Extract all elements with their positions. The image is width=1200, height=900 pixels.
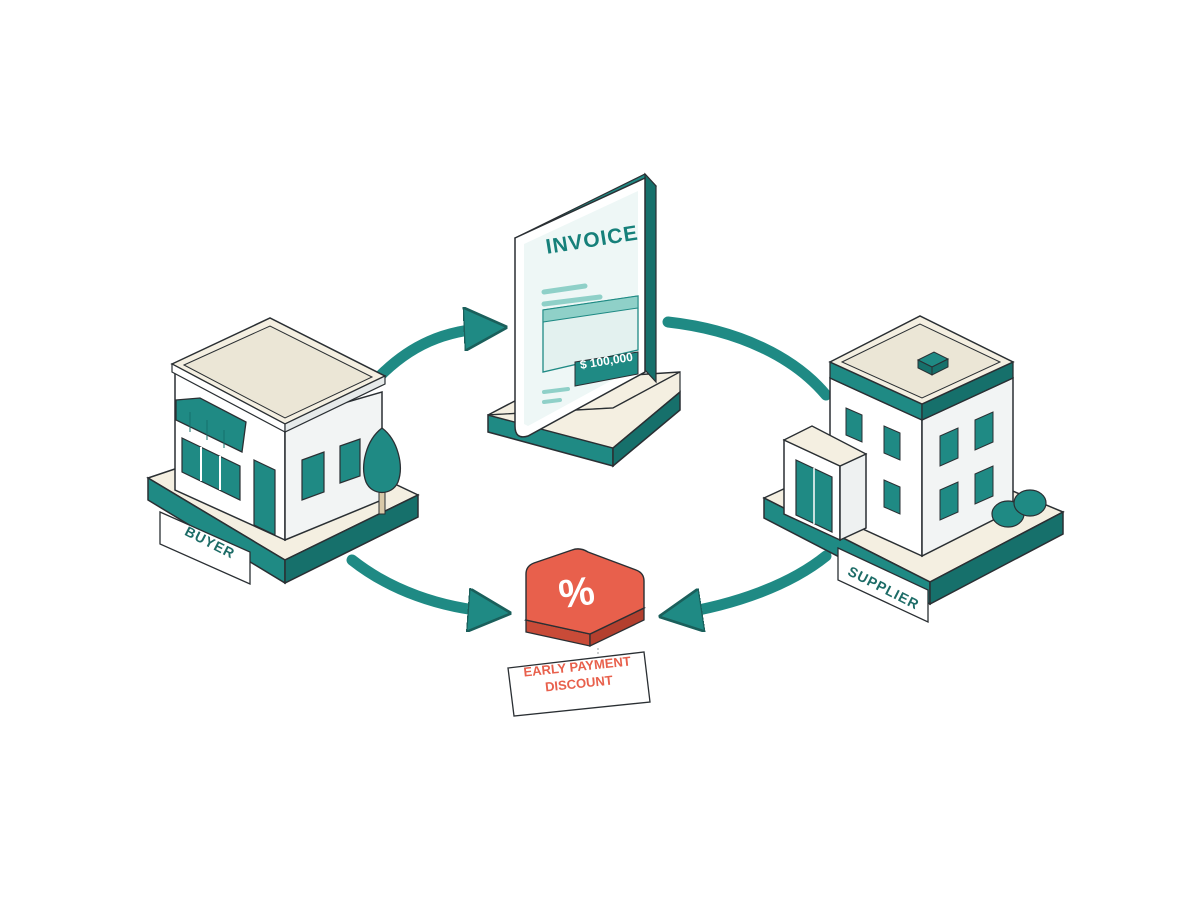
flow-arrows: [346, 316, 832, 614]
supplier-building: [762, 315, 1065, 624]
arrow-invoice-to-supplier: [662, 316, 832, 401]
arrow-buyer-to-discount: [346, 554, 494, 612]
invoice-document: [487, 172, 681, 468]
discount-badge: [507, 548, 651, 717]
buyer-store: [146, 317, 420, 586]
arrow-supplier-to-discount: [676, 550, 832, 614]
arrow-buyer-to-invoice: [372, 328, 490, 384]
